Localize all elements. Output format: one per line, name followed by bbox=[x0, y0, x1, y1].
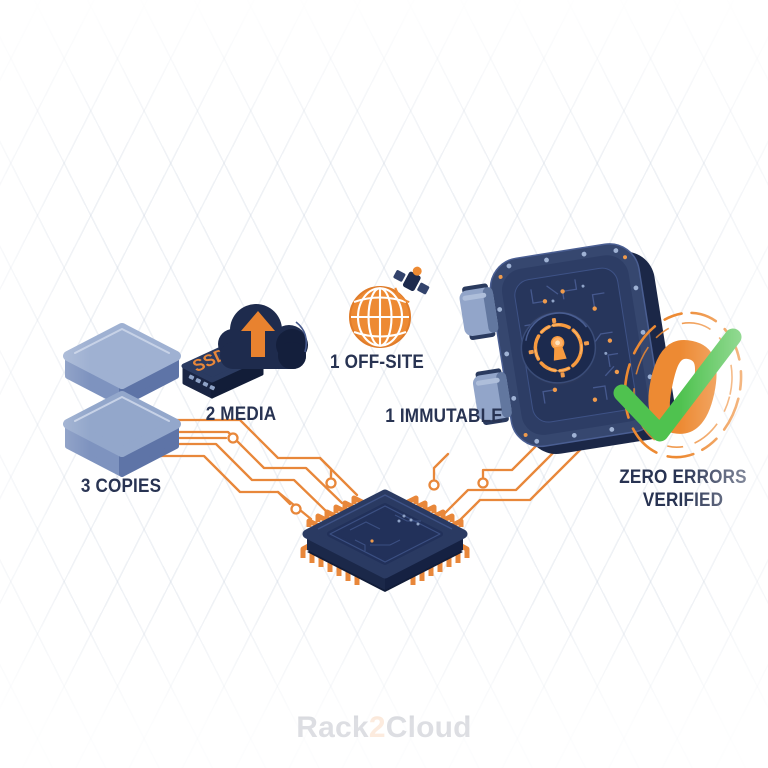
backup-rule-infographic: SSD bbox=[0, 0, 768, 768]
grid-fade-overlay bbox=[0, 0, 768, 768]
